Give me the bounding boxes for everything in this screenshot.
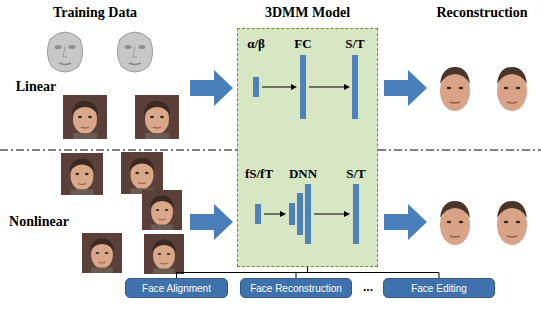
row-label: Nonlinear <box>9 214 69 230</box>
model-panel: 3DMM Model <box>237 28 378 267</box>
param-label: fS/fT <box>245 166 273 182</box>
box-label: Face Alignment <box>142 283 211 294</box>
tree-connector <box>177 267 308 278</box>
box-label: Face Editing <box>411 283 467 294</box>
application-box: Face Reconstruction <box>240 278 352 298</box>
row-label: Linear <box>16 79 56 95</box>
column-title: Reconstruction <box>437 5 528 21</box>
tree-connector <box>296 267 308 278</box>
box-label: Face Reconstruction <box>250 283 342 294</box>
param-label: α/β <box>247 36 265 52</box>
ellipsis: ... <box>363 280 373 294</box>
application-box: Face Editing <box>383 278 495 298</box>
layer-label: FC <box>294 36 311 52</box>
panel-title: 3DMM Model <box>238 5 377 21</box>
layer-label: DNN <box>289 166 317 182</box>
output-label: S/T <box>345 36 365 52</box>
tree-connector <box>308 267 440 278</box>
application-box: Face Alignment <box>125 278 228 298</box>
column-title: Training Data <box>53 5 137 21</box>
output-label: S/T <box>346 166 366 182</box>
